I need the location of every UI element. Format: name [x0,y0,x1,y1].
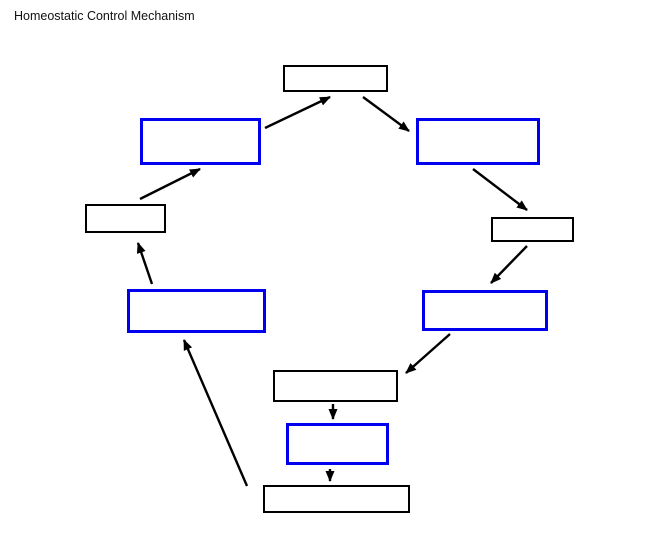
node-bottom[interactable] [263,485,410,513]
page-title: Homeostatic Control Mechanism [14,9,195,23]
arrow-midright-to-lowercenter [405,333,451,374]
arrow-right-to-midright [490,245,528,284]
node-lower-center[interactable] [273,370,398,402]
node-upper-left[interactable] [140,118,261,165]
arrow-upperleft-to-topcenter [264,95,331,130]
arrow-left-to-upperleft [139,167,201,201]
node-left[interactable] [85,204,166,233]
node-mid-left[interactable] [127,289,266,333]
arrow-topcenter-to-upperright [362,96,410,132]
arrow-bottom-to-midleft [182,339,249,487]
node-bottom-blue[interactable] [286,423,389,465]
arrow-midleft-to-left [136,242,154,285]
node-top-center[interactable] [283,65,388,92]
arrow-upperright-to-right [472,168,528,211]
node-right[interactable] [491,217,574,242]
node-upper-right[interactable] [416,118,540,165]
node-mid-right[interactable] [422,290,548,331]
